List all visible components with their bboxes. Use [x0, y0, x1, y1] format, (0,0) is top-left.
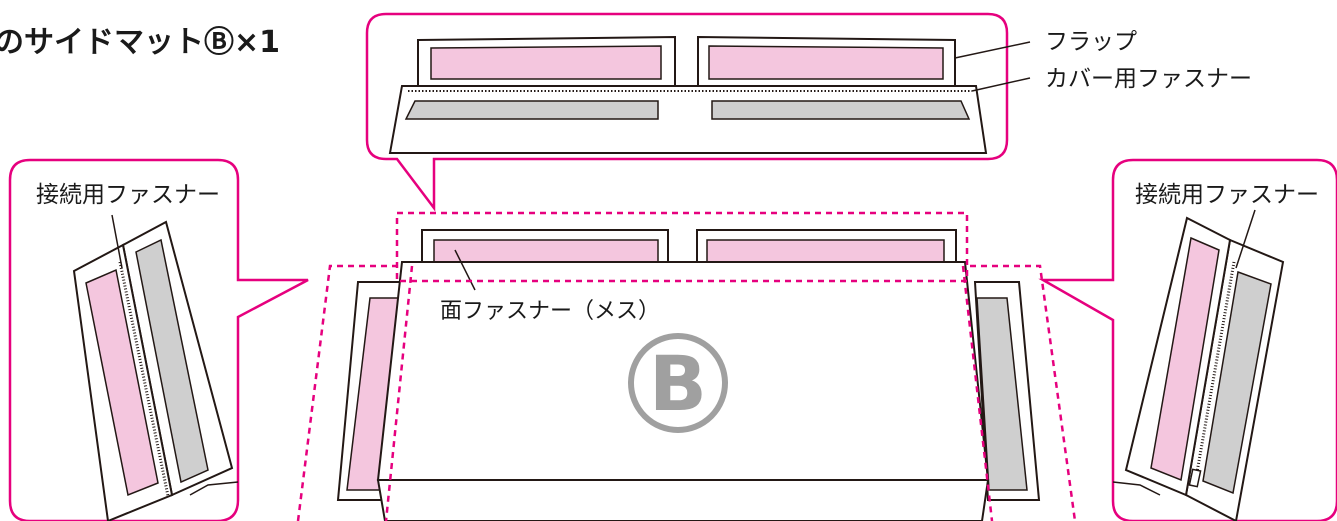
right-inner-guide [961, 265, 994, 521]
top-gray-left [404, 100, 659, 120]
velcro-female-label: 面ファスナー（メス） [440, 299, 660, 324]
cover-fastener-leader [971, 77, 1031, 92]
main-side-right-gray [976, 297, 1028, 491]
right-panel-back-gray [1202, 270, 1272, 495]
title-text: のサイドマットⒷ×1 [0, 25, 280, 60]
left-panel-back-gray [135, 238, 209, 484]
left-connect-zipper [118, 261, 170, 497]
mark-b-letter: B [649, 339, 707, 428]
top-flap-right-velcro [708, 45, 944, 80]
right-panel-front-pink [1150, 236, 1220, 482]
left-connect-fastener-label: 接続用ファスナー [36, 182, 220, 208]
right-connect-fastener-label: 接続用ファスナー [1135, 182, 1319, 208]
right-detail-guide [970, 264, 1077, 521]
right-panel-edge [1112, 481, 1161, 496]
left-panel-edge [189, 481, 239, 496]
main-flap-right-velcro [706, 239, 945, 263]
velcro-leader [454, 249, 476, 291]
cover-fastener-label: カバー用ファスナー [1045, 66, 1252, 92]
flap-leader [954, 41, 1031, 59]
right-connect-zipper [1194, 261, 1236, 479]
top-flap-left-velcro [430, 45, 662, 80]
left-detail-guide [296, 264, 400, 521]
mark-b-circle-icon [628, 333, 728, 433]
flap-label: フラップ [1045, 29, 1137, 55]
main-mat: B 面ファスナー（メス） [336, 229, 1041, 521]
left-panel-front-pink [85, 268, 159, 497]
main-body-front [376, 479, 990, 521]
left-connect-leader [111, 214, 123, 269]
zipper-pull-icon [1188, 468, 1202, 488]
top-gray-right [711, 100, 971, 120]
main-flap-left-velcro [433, 239, 659, 263]
left-inner-guide [384, 265, 414, 521]
right-callout: 接続用ファスナー [1038, 158, 1337, 521]
right-connect-leader [1235, 209, 1256, 269]
top-callout: フラップ カバー用ファスナー [365, 12, 1252, 212]
left-callout: 接続用ファスナー [8, 158, 309, 521]
callout-guides [296, 211, 1077, 521]
